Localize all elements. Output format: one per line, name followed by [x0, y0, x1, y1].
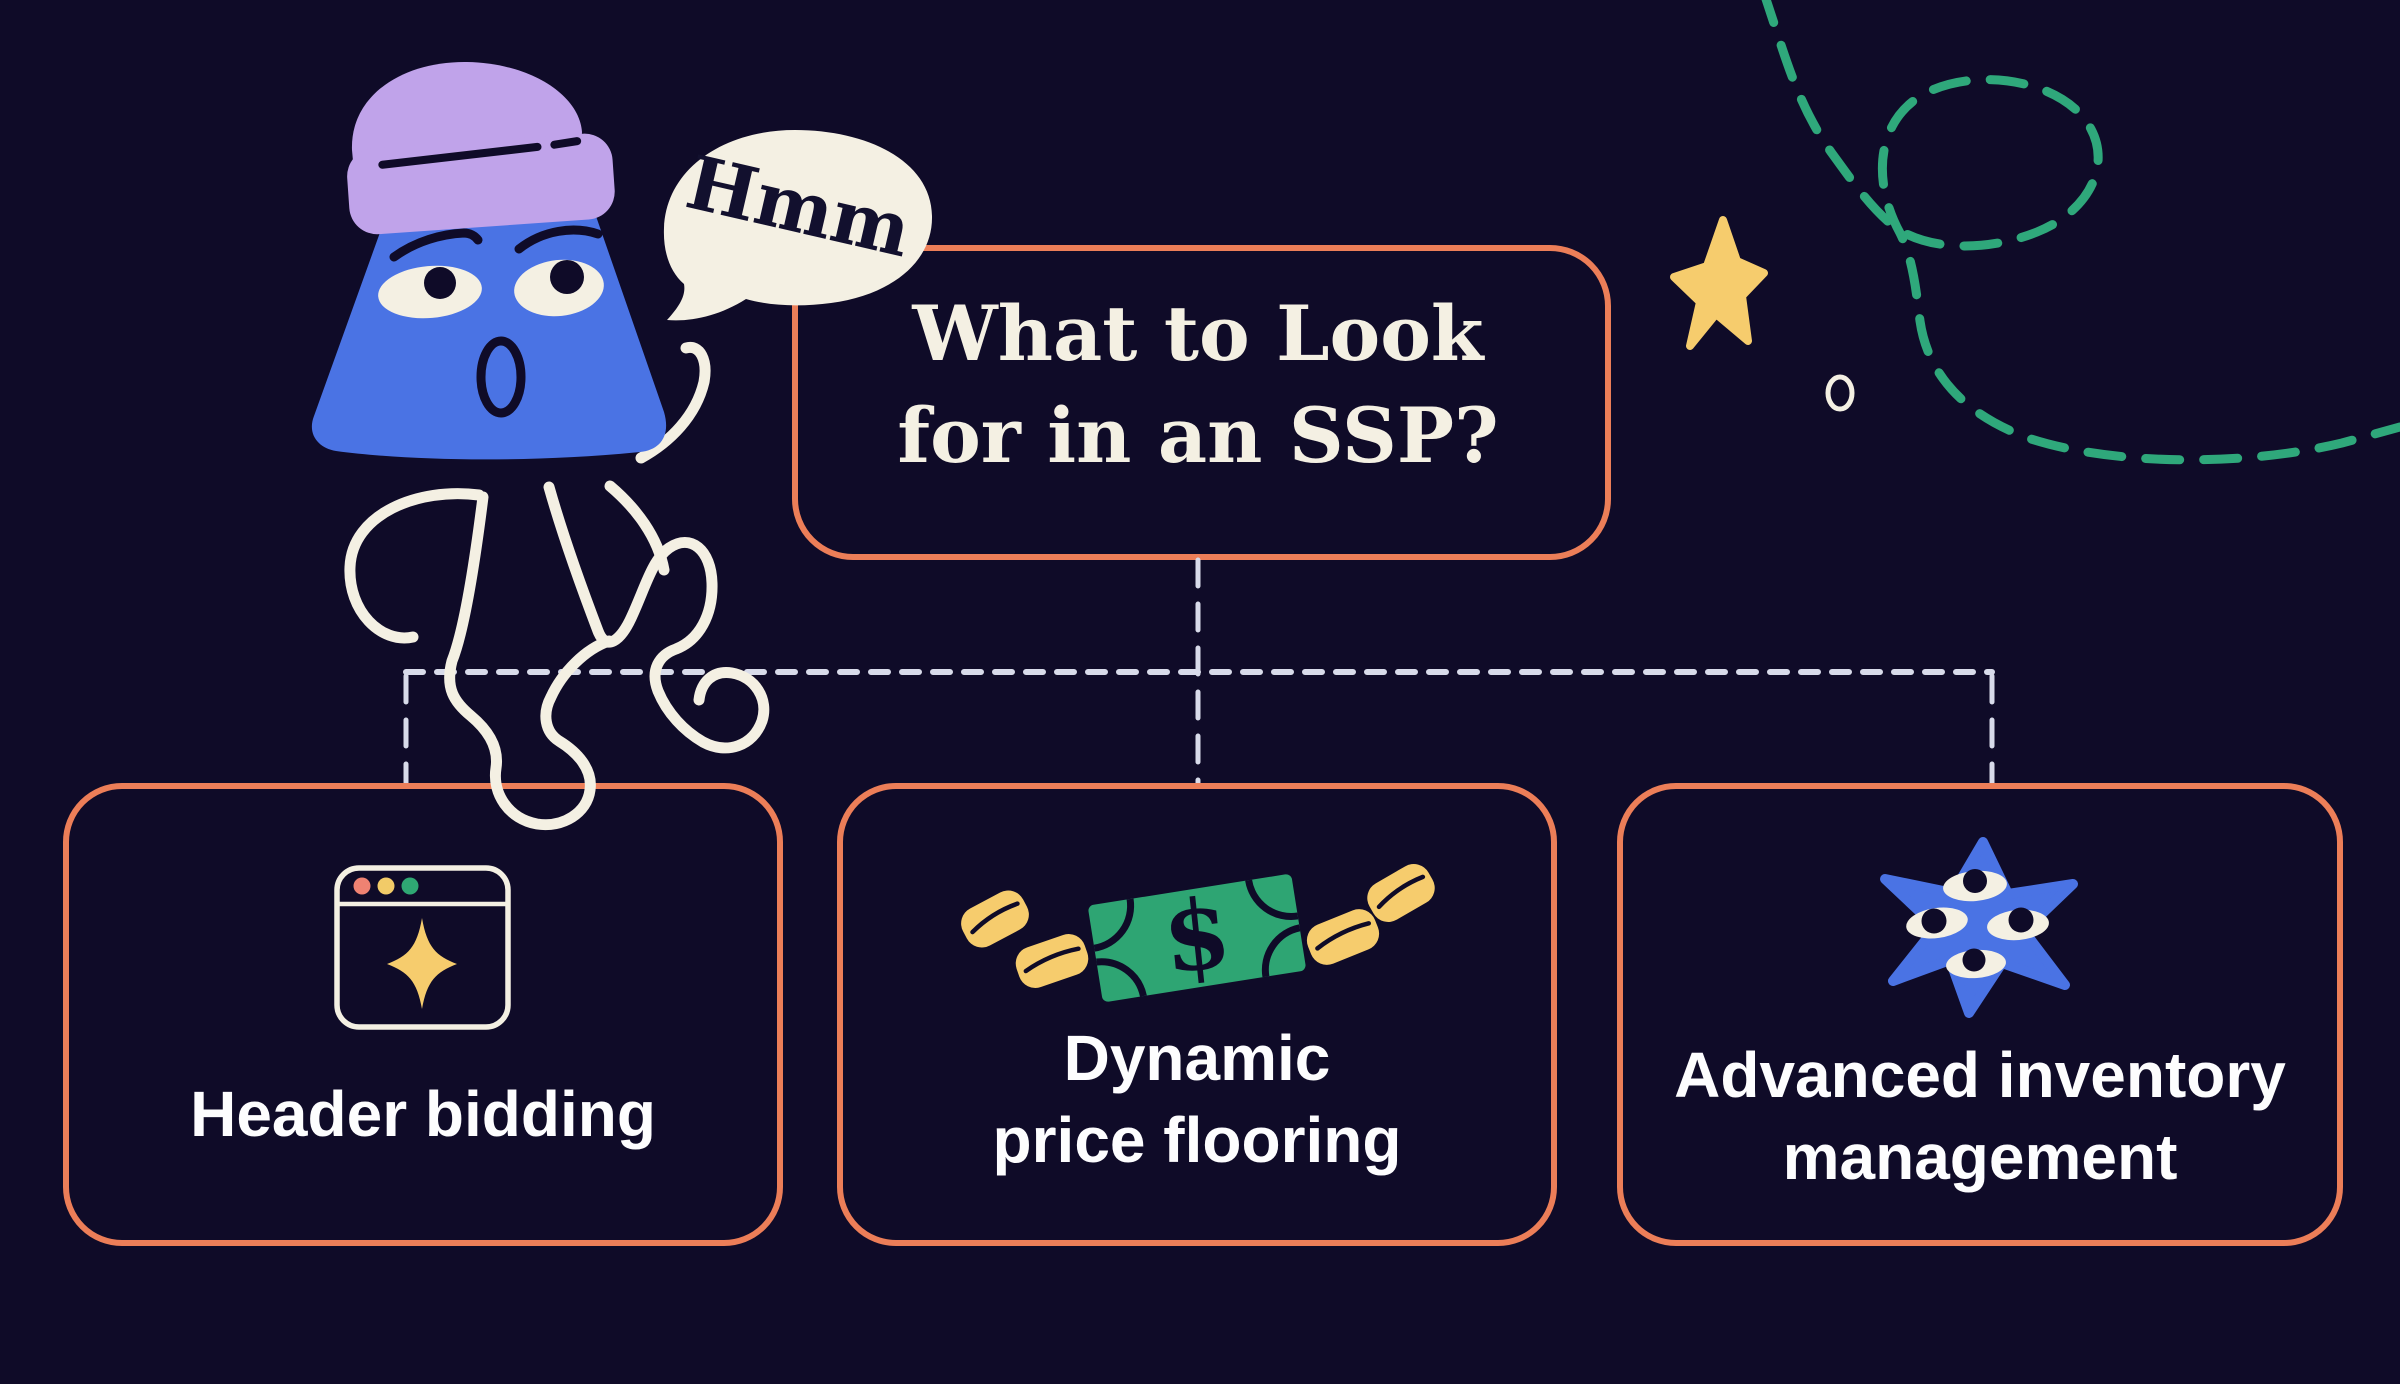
coin-icon [961, 890, 1029, 948]
browser-sparkle-icon [334, 865, 511, 1030]
card-advanced-inventory-management: Advanced inventory management [1617, 783, 2343, 1246]
starburst-eyes-icon [1880, 837, 2078, 1018]
card-header-bidding: Header bidding [63, 783, 783, 1246]
sparkle-icon [387, 918, 457, 1009]
small-circle-outline [1825, 374, 1855, 412]
speech-bubble-shape [663, 130, 933, 321]
title-line1: What to Look [911, 289, 1484, 378]
dollar-bill-coins-icon: $ [961, 864, 1435, 1002]
title-line2: for in an SSP? [897, 391, 1498, 480]
card-label-line1: Advanced inventory [1674, 1039, 2286, 1111]
blue-starburst [1880, 837, 2078, 1018]
mascot-mouth [476, 336, 526, 418]
mascot-eyes [378, 259, 604, 319]
mascot-legs [344, 480, 770, 831]
hat-brim-dash [550, 137, 582, 149]
title: What to Look for in an SSP? [897, 289, 1498, 480]
browser-dot-red [353, 877, 371, 895]
mascot-beanie-hat [347, 61, 615, 235]
coin-icon [1306, 909, 1380, 965]
card-border [1617, 783, 2343, 1246]
mascot-eyebrows [389, 225, 603, 262]
card-dynamic-price-flooring: $ Dynamic price flooring [837, 783, 1557, 1246]
browser-window [334, 865, 511, 1030]
card-label-line1: Dynamic [1064, 1022, 1331, 1094]
yellow-star [1670, 216, 1768, 350]
card-label-line2: management [1783, 1121, 2178, 1193]
coin-icon [1015, 934, 1089, 988]
browser-dot-green [401, 877, 419, 895]
card-border [837, 783, 1557, 1246]
mascot-body [311, 170, 667, 460]
dollar-sign: $ [1158, 876, 1236, 995]
card-border [63, 783, 783, 1246]
teal-dashed-squiggle [1761, 0, 2400, 465]
hat-brim-line [378, 142, 542, 169]
mascot-pupil-right [550, 260, 584, 294]
speech-bubble: Hmm [663, 130, 933, 321]
card-label-line2: price flooring [993, 1104, 1402, 1176]
thinking-mascot-character [311, 61, 770, 831]
dollar-bill: $ [1088, 874, 1306, 1002]
coin-icon [1367, 864, 1435, 922]
eye-bottom [1946, 948, 2006, 979]
mascot-pupil-left [424, 267, 456, 299]
eye-right [1987, 907, 2049, 941]
eye-left [1906, 907, 1968, 939]
mascot-arm [635, 341, 711, 464]
browser-dot-yellow [377, 877, 395, 895]
eye-top [1943, 869, 2007, 902]
title-box [792, 245, 1611, 560]
dashed-connector-lines [403, 557, 1995, 787]
card-label: Header bidding [190, 1078, 656, 1150]
